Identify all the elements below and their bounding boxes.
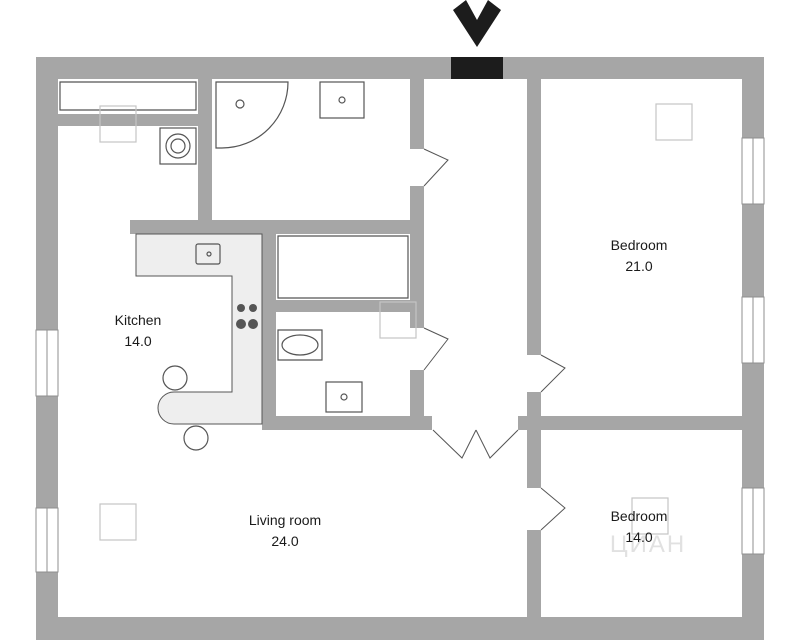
window-panes bbox=[46, 138, 754, 572]
toilet-sink-icon bbox=[325, 381, 363, 413]
storage-bathtub-icon bbox=[277, 235, 409, 299]
shower-icon bbox=[215, 81, 289, 149]
door-swings bbox=[423, 148, 566, 531]
room-label-living-room: Living room 24.0 bbox=[229, 510, 341, 552]
room-name: Living room bbox=[248, 512, 322, 528]
bar-stools bbox=[162, 365, 209, 451]
bathroom-sink-icon bbox=[319, 81, 365, 119]
washing-machine-icon bbox=[159, 127, 197, 165]
bathtub-icon bbox=[59, 81, 197, 111]
room-name: Kitchen bbox=[114, 312, 162, 328]
watermark-logo-icon bbox=[99, 103, 693, 541]
room-area: 14.0 bbox=[124, 333, 152, 349]
stove-icon bbox=[236, 304, 258, 329]
room-label-bedroom-small: Bedroom 14.0 bbox=[594, 506, 684, 548]
room-area: 14.0 bbox=[625, 529, 653, 545]
chevron-down-icon bbox=[453, 0, 501, 47]
entrance-door bbox=[451, 57, 503, 79]
kitchen-counter bbox=[135, 233, 263, 425]
interior-walls bbox=[58, 79, 742, 617]
toilet-icon bbox=[277, 329, 323, 361]
room-label-bedroom-large: Bedroom 21.0 bbox=[594, 235, 684, 277]
room-name: Bedroom bbox=[610, 508, 668, 524]
room-area: 24.0 bbox=[271, 533, 299, 549]
room-name: Bedroom bbox=[610, 237, 668, 253]
watermark-text: ЦИАН bbox=[610, 531, 686, 558]
kitchen-sink-icon bbox=[195, 243, 221, 265]
room-area: 21.0 bbox=[625, 258, 653, 274]
room-label-kitchen: Kitchen 14.0 bbox=[98, 310, 178, 352]
floor-areas bbox=[58, 79, 742, 617]
